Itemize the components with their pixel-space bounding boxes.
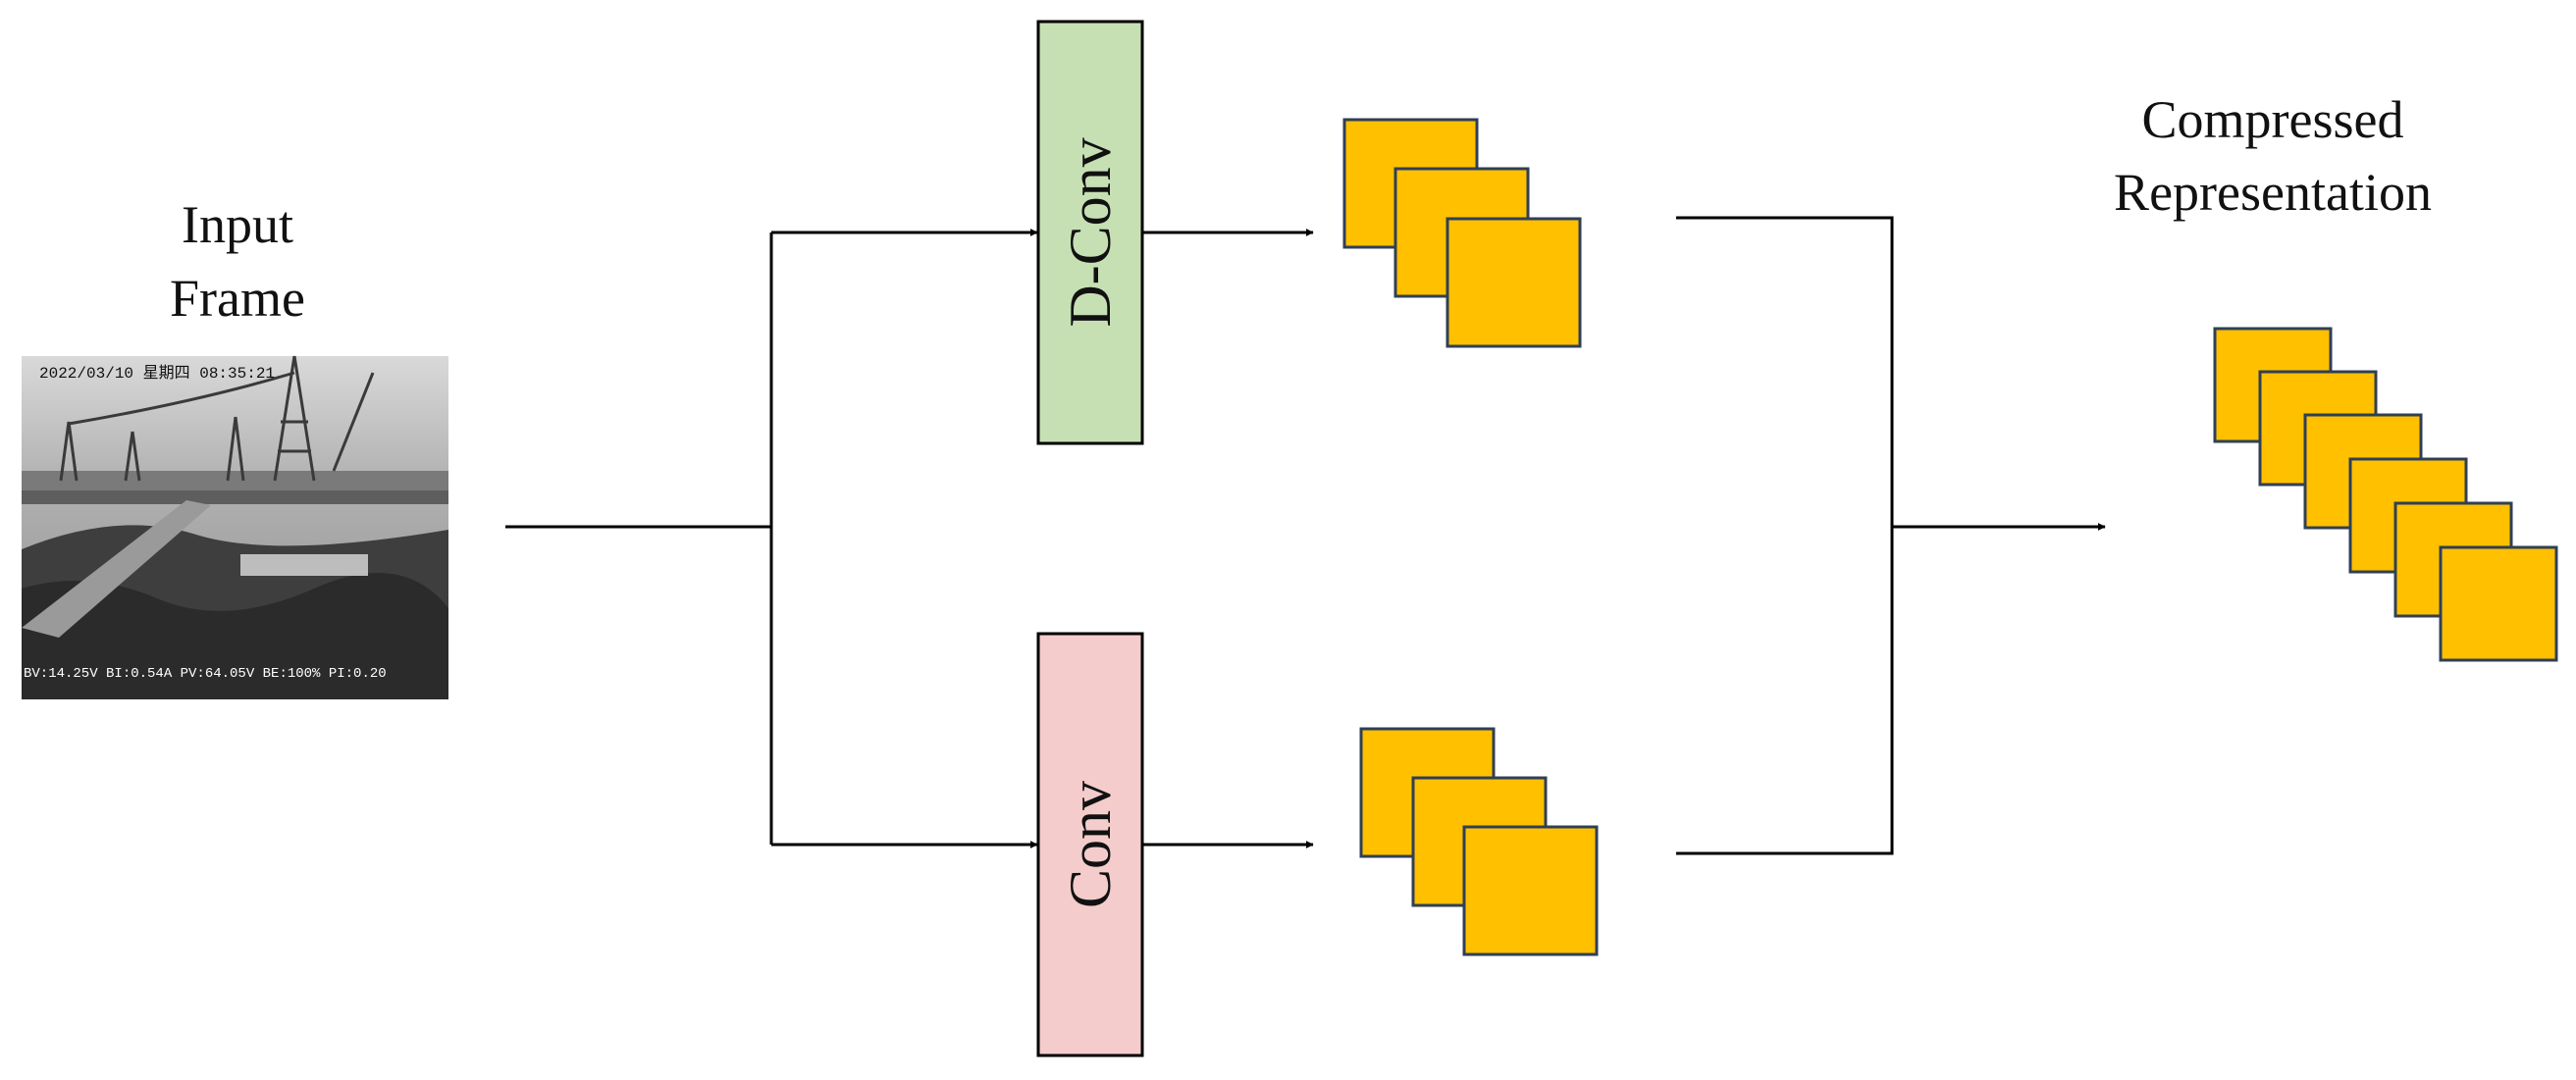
output-label-line1: Compressed: [2142, 90, 2404, 149]
dconv-block: [1036, 20, 1144, 445]
input-frame-image: 2022/03/10 星期四 08:35:21 BV:14.25V BI:0.5…: [22, 355, 448, 699]
connector-lines: [505, 216, 2106, 855]
conv-block: [1036, 632, 1144, 1057]
input-label-line1: Input: [182, 195, 293, 254]
output-label-line2: Representation: [2114, 163, 2432, 222]
compressed-representation-stack: [2213, 327, 2558, 662]
input-frame-timestamp: 2022/03/10 星期四 08:35:21: [39, 364, 275, 383]
dconv-label: D-Conv: [1058, 137, 1123, 327]
input-label-line2: Frame: [170, 269, 305, 328]
feature-map: [1446, 217, 1582, 348]
compressed-map: [2439, 545, 2558, 662]
dconv-feature-maps: [1342, 118, 1582, 348]
conv-feature-maps: [1359, 727, 1599, 956]
input-frame-status: BV:14.25V BI:0.54A PV:64.05V BE:100% PI:…: [24, 666, 387, 682]
conv-label: Conv: [1058, 781, 1123, 908]
merge-bracket-line: [1676, 216, 1894, 855]
feature-map: [1462, 825, 1599, 956]
